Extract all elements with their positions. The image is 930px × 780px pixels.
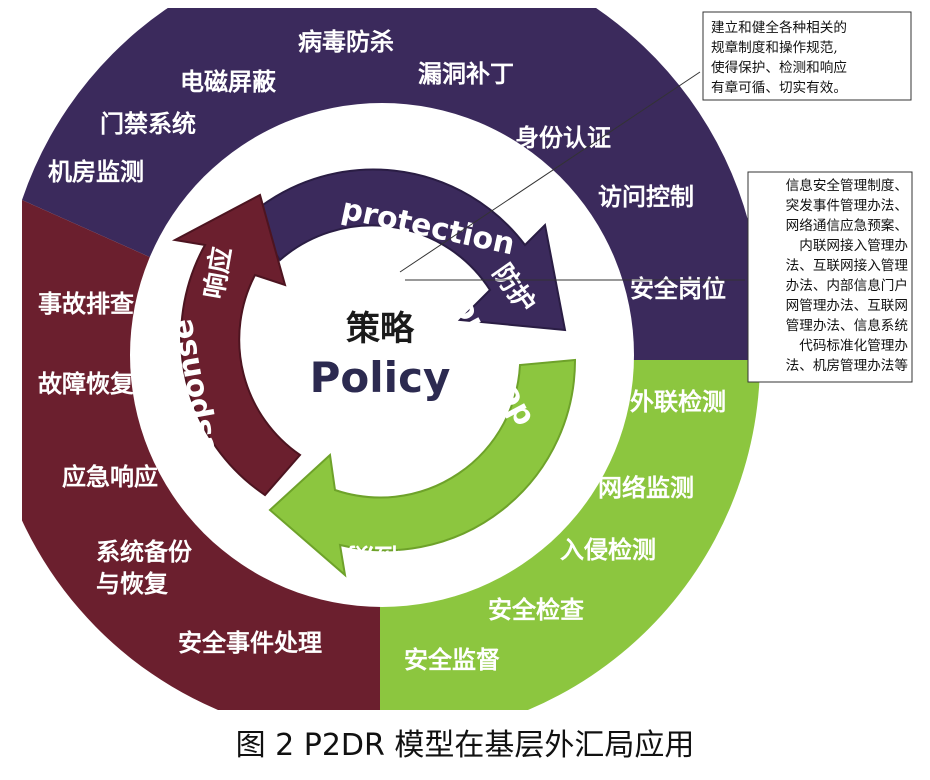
ring-item-backup: 系统备份 xyxy=(96,538,193,566)
response-arrow xyxy=(171,193,302,497)
callout-top-text: 建立和健全各种相关的 规章制度和操作规范, 使得保护、检测和响应 有章可循、切实… xyxy=(711,19,847,96)
callout-right-line: 突发事件管理办法、 xyxy=(786,198,908,214)
ring-item-virus: 病毒防杀 xyxy=(298,28,394,56)
callout-right-line: 网管理办法、互联网 xyxy=(786,298,908,314)
ring-item-fault-recovery: 故障恢复 xyxy=(38,370,135,398)
ring-item-room-monitor: 机房监测 xyxy=(48,158,144,186)
callout-top-line: 使得保护、检测和响应 xyxy=(711,59,847,76)
callout-right-line: 法、机房管理办法等 xyxy=(786,357,908,374)
center-title-en: Policy xyxy=(310,353,451,402)
ring-item-auth: 身份认证 xyxy=(515,124,611,152)
ring-item-incident-handle: 安全事件处理 xyxy=(178,629,322,657)
ring-item-post: 安全岗位 xyxy=(630,275,726,303)
ring-item-emergency: 应急响应 xyxy=(62,463,158,491)
ring-item-outbound: 外联检测 xyxy=(630,388,726,416)
ring-item-backup-2: 与恢复 xyxy=(96,570,169,598)
protection-arrow xyxy=(248,168,567,332)
detection-label-cn: 检测 xyxy=(348,541,400,572)
callout-top-leader xyxy=(399,71,701,273)
figure-caption: 图 2 P2DR 模型在基层外汇局应用 xyxy=(236,728,695,763)
callout-top-line: 有章可循、切实有效。 xyxy=(711,79,847,96)
ring-item-access-door: 门禁系统 xyxy=(100,110,196,138)
callout-right-line: 代码标准化管理办 xyxy=(799,338,908,354)
ring-item-patch: 漏洞补丁 xyxy=(418,60,514,88)
center-title-cn: 策略 xyxy=(346,309,415,349)
callout-top-line: 建立和健全各种相关的 xyxy=(711,19,847,36)
callout-right-line: 信息安全管理制度、 xyxy=(786,177,908,194)
ring-item-access-control: 访问控制 xyxy=(598,183,694,211)
ring-item-em-shield: 电磁屏蔽 xyxy=(180,68,277,96)
callout-top-box xyxy=(702,11,912,101)
callout-right-line: 网络通信应急预案、 xyxy=(786,217,908,234)
ring-item-net-monitor: 网络监测 xyxy=(598,474,694,502)
ring-item-incident-trace: 事故排查 xyxy=(38,290,134,318)
callout-top-line: 规章制度和操作规范, xyxy=(711,39,838,56)
ring-item-sec-supervise: 安全监督 xyxy=(404,646,500,674)
detection-arrow xyxy=(268,358,577,578)
callout-right-line: 管理办法、信息系统 xyxy=(786,317,909,334)
ring-item-sec-check: 安全检查 xyxy=(488,596,584,624)
callout-right-text: 信息安全管理制度、 突发事件管理办法、 网络通信应急预案、 内联网接入管理办 法… xyxy=(786,177,909,374)
callout-right-line: 内联网接入管理办 xyxy=(799,237,908,254)
callout-right-line: 法、互联网接入管理 xyxy=(786,257,909,274)
callout-right-line: 办法、内部信息门户 xyxy=(786,277,908,294)
ring-item-intrusion: 入侵检测 xyxy=(560,536,656,564)
callout-right-box xyxy=(747,171,913,383)
